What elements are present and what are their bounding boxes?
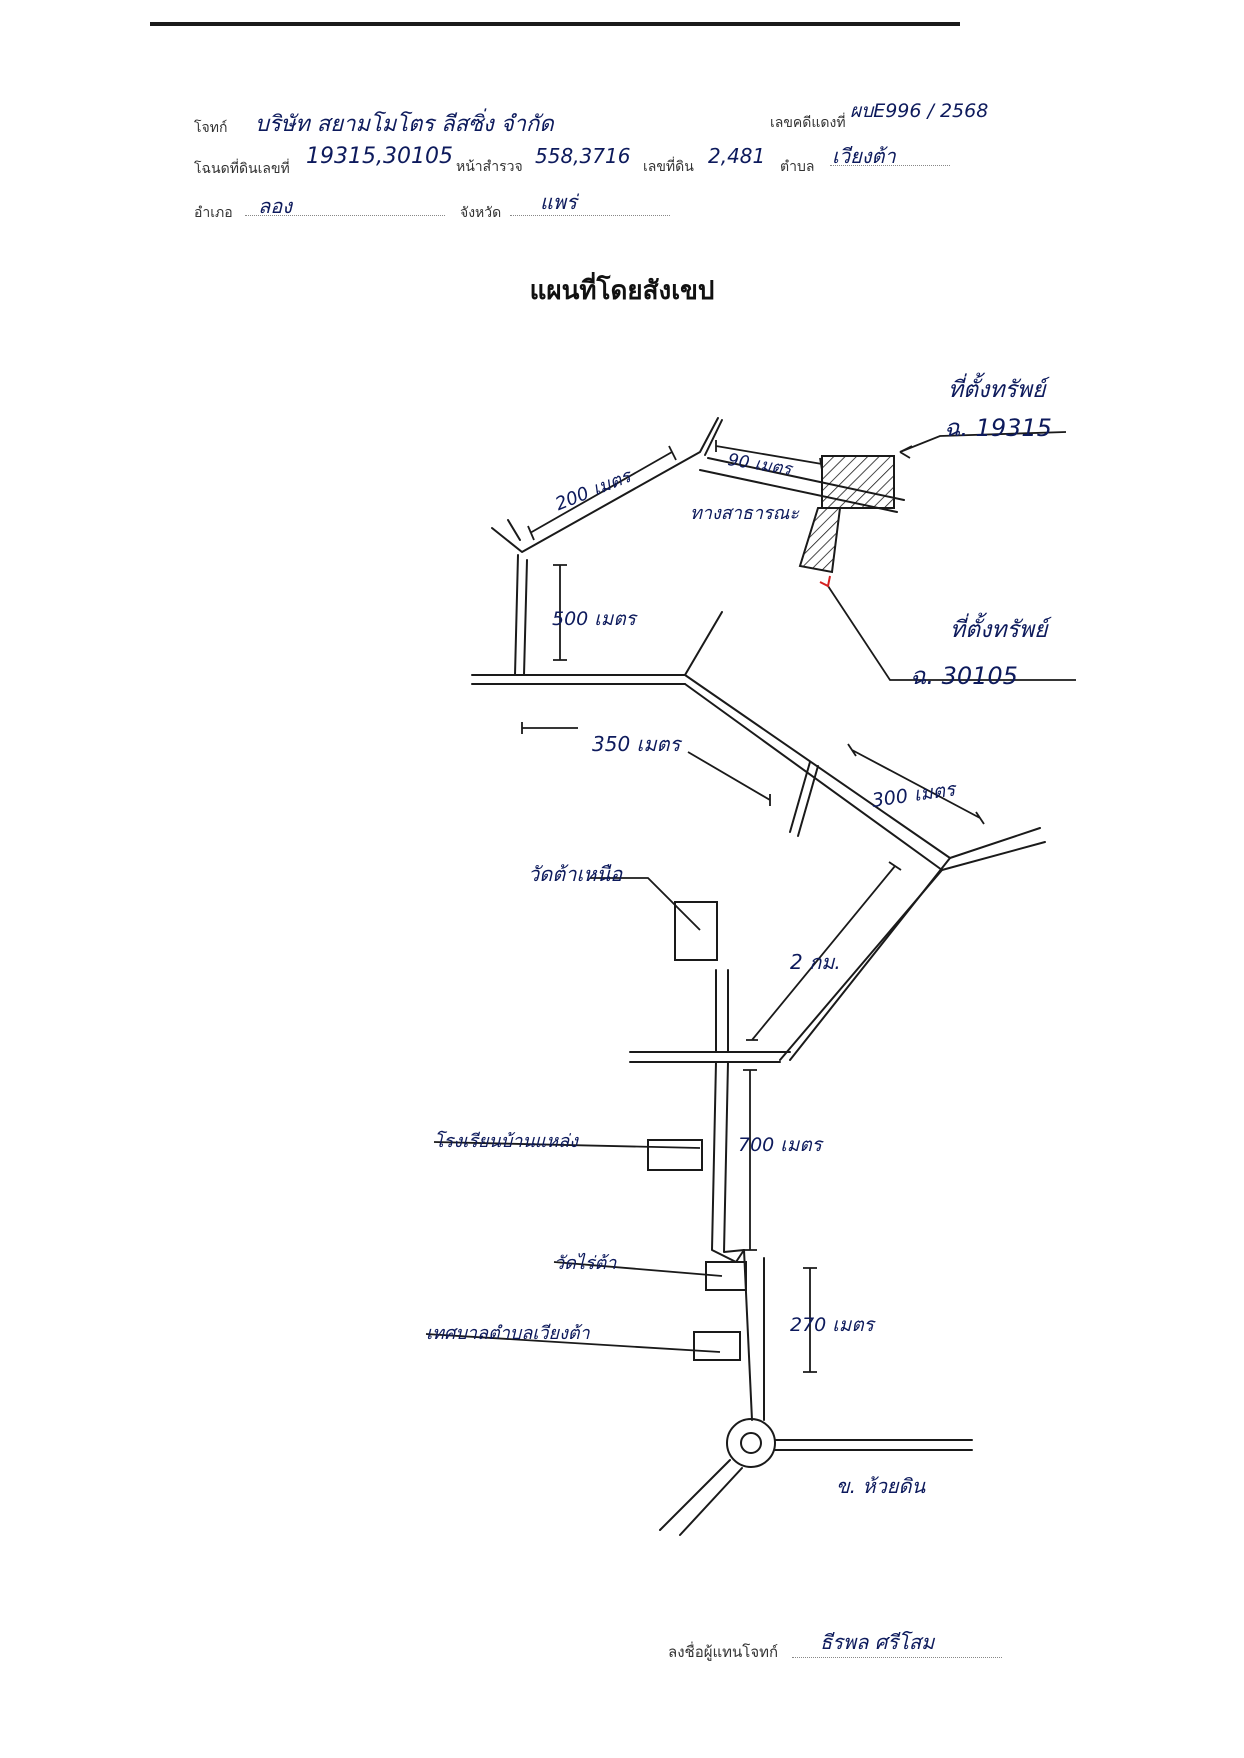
road-nw-upper-stub [704, 419, 723, 456]
signature-dotline [792, 1656, 1002, 1658]
land-no-value: 2,481 [708, 144, 766, 168]
case-value: ผบE996 / 2568 [850, 100, 989, 122]
road-roundabout-east [774, 1439, 973, 1451]
deed-label: โฉนดที่ดินเลขที่ [194, 161, 290, 177]
dim-350-right [687, 751, 771, 806]
road-branch-a [789, 761, 811, 833]
temple-north-box [674, 901, 718, 961]
site1-deed: ฉ. 19315 [944, 414, 1052, 442]
dim-500-label: 500 เมตร [552, 608, 636, 630]
site2-deed: ฉ. 30105 [910, 662, 1018, 690]
municipality-pointer [425, 1333, 721, 1353]
public-road-label: ทางสาธารณะ [690, 503, 799, 524]
dim-270-label: 270 เมตร [790, 1314, 874, 1336]
road-vertical-left-a [514, 554, 519, 676]
dim-2km-label: 2 กม. [790, 950, 841, 974]
road-nw-outer [491, 417, 719, 553]
dim-300 [847, 743, 985, 825]
plaintiff-value: บริษัท สยามโมโตร ลีสซิ่ง จำกัด [255, 112, 554, 137]
school-box [647, 1139, 703, 1171]
dim-700 [743, 1069, 757, 1251]
case-label: เลขคดีแดงที่ [770, 115, 846, 131]
subdistrict-value: เวียงต้า [832, 144, 896, 168]
junction-label: ข. ห้วยดิน [836, 1474, 926, 1498]
site1-pointer [899, 431, 1067, 453]
subdistrict-dotline [830, 164, 950, 166]
temple-pointer [590, 877, 701, 931]
roundabout-outer [726, 1418, 776, 1468]
survey-label: หน้าสำรวจ [456, 159, 523, 175]
site2-pointer [827, 585, 1076, 681]
deed-value: 19315,30105 [306, 144, 453, 169]
subdistrict-label: ตำบล [780, 159, 815, 175]
district-value: ลอง [258, 194, 293, 218]
temple2-box [705, 1261, 747, 1291]
road-branch-b [797, 765, 819, 837]
signature-label: ลงชื่อผู้แทนโจทก์ [668, 1643, 779, 1661]
site2-title: ที่ตั้งทรัพย์ [950, 617, 1048, 643]
district-label: อำเภอ [194, 205, 233, 221]
plaintiff-label: โจทก์ [194, 120, 228, 136]
road-south-diagonal-b [779, 869, 943, 1061]
temple2-label: วัดไร่ต้า [554, 1253, 617, 1274]
province-value: แพร่ [540, 190, 577, 214]
municipality-label: เทศบาลตำบลเวียงต้า [426, 1323, 590, 1344]
road-nw-inner-stub [507, 519, 521, 541]
site2-arrowhead [819, 575, 831, 588]
school-pointer [433, 1141, 701, 1149]
top-border-line [150, 22, 960, 26]
province-dotline [510, 214, 670, 216]
road-diagonal-upper [684, 674, 1041, 859]
district-dotline [245, 214, 445, 216]
signature-value: ธีรพล ศรีโสม [820, 1630, 935, 1654]
land-no-label: เลขที่ดิน [643, 159, 694, 175]
province-label: จังหวัด [460, 205, 502, 221]
school-label: โรงเรียนบ้านแหล่ง [434, 1131, 578, 1152]
page-title: แผนที่โดยสังเขป [529, 276, 715, 306]
dim-500 [553, 564, 567, 661]
road-ns-right [723, 969, 765, 1421]
dim-350-left [521, 722, 578, 734]
road-vertical-left-b [523, 559, 528, 676]
dim-90 [715, 440, 823, 471]
survey-value: 558,3716 [535, 144, 631, 168]
parcel-19315 [821, 455, 895, 509]
road-roundabout-sw [659, 1459, 743, 1536]
site1-arrowhead [899, 445, 913, 459]
municipality-box [693, 1331, 741, 1361]
site1-title: ที่ตั้งทรัพย์ [948, 377, 1046, 403]
dim-350-label: 350 เมตร [592, 732, 681, 756]
temple2-pointer [553, 1261, 723, 1277]
roundabout-inner [740, 1432, 762, 1454]
dim-2km [746, 861, 902, 1041]
parcel-30105 [798, 507, 842, 574]
dim-270 [803, 1267, 817, 1373]
dim-700-label: 700 เมตร [738, 1134, 822, 1156]
dim-200 [527, 445, 677, 541]
temple-north-label: วัดต้าเหนือ [528, 862, 623, 886]
